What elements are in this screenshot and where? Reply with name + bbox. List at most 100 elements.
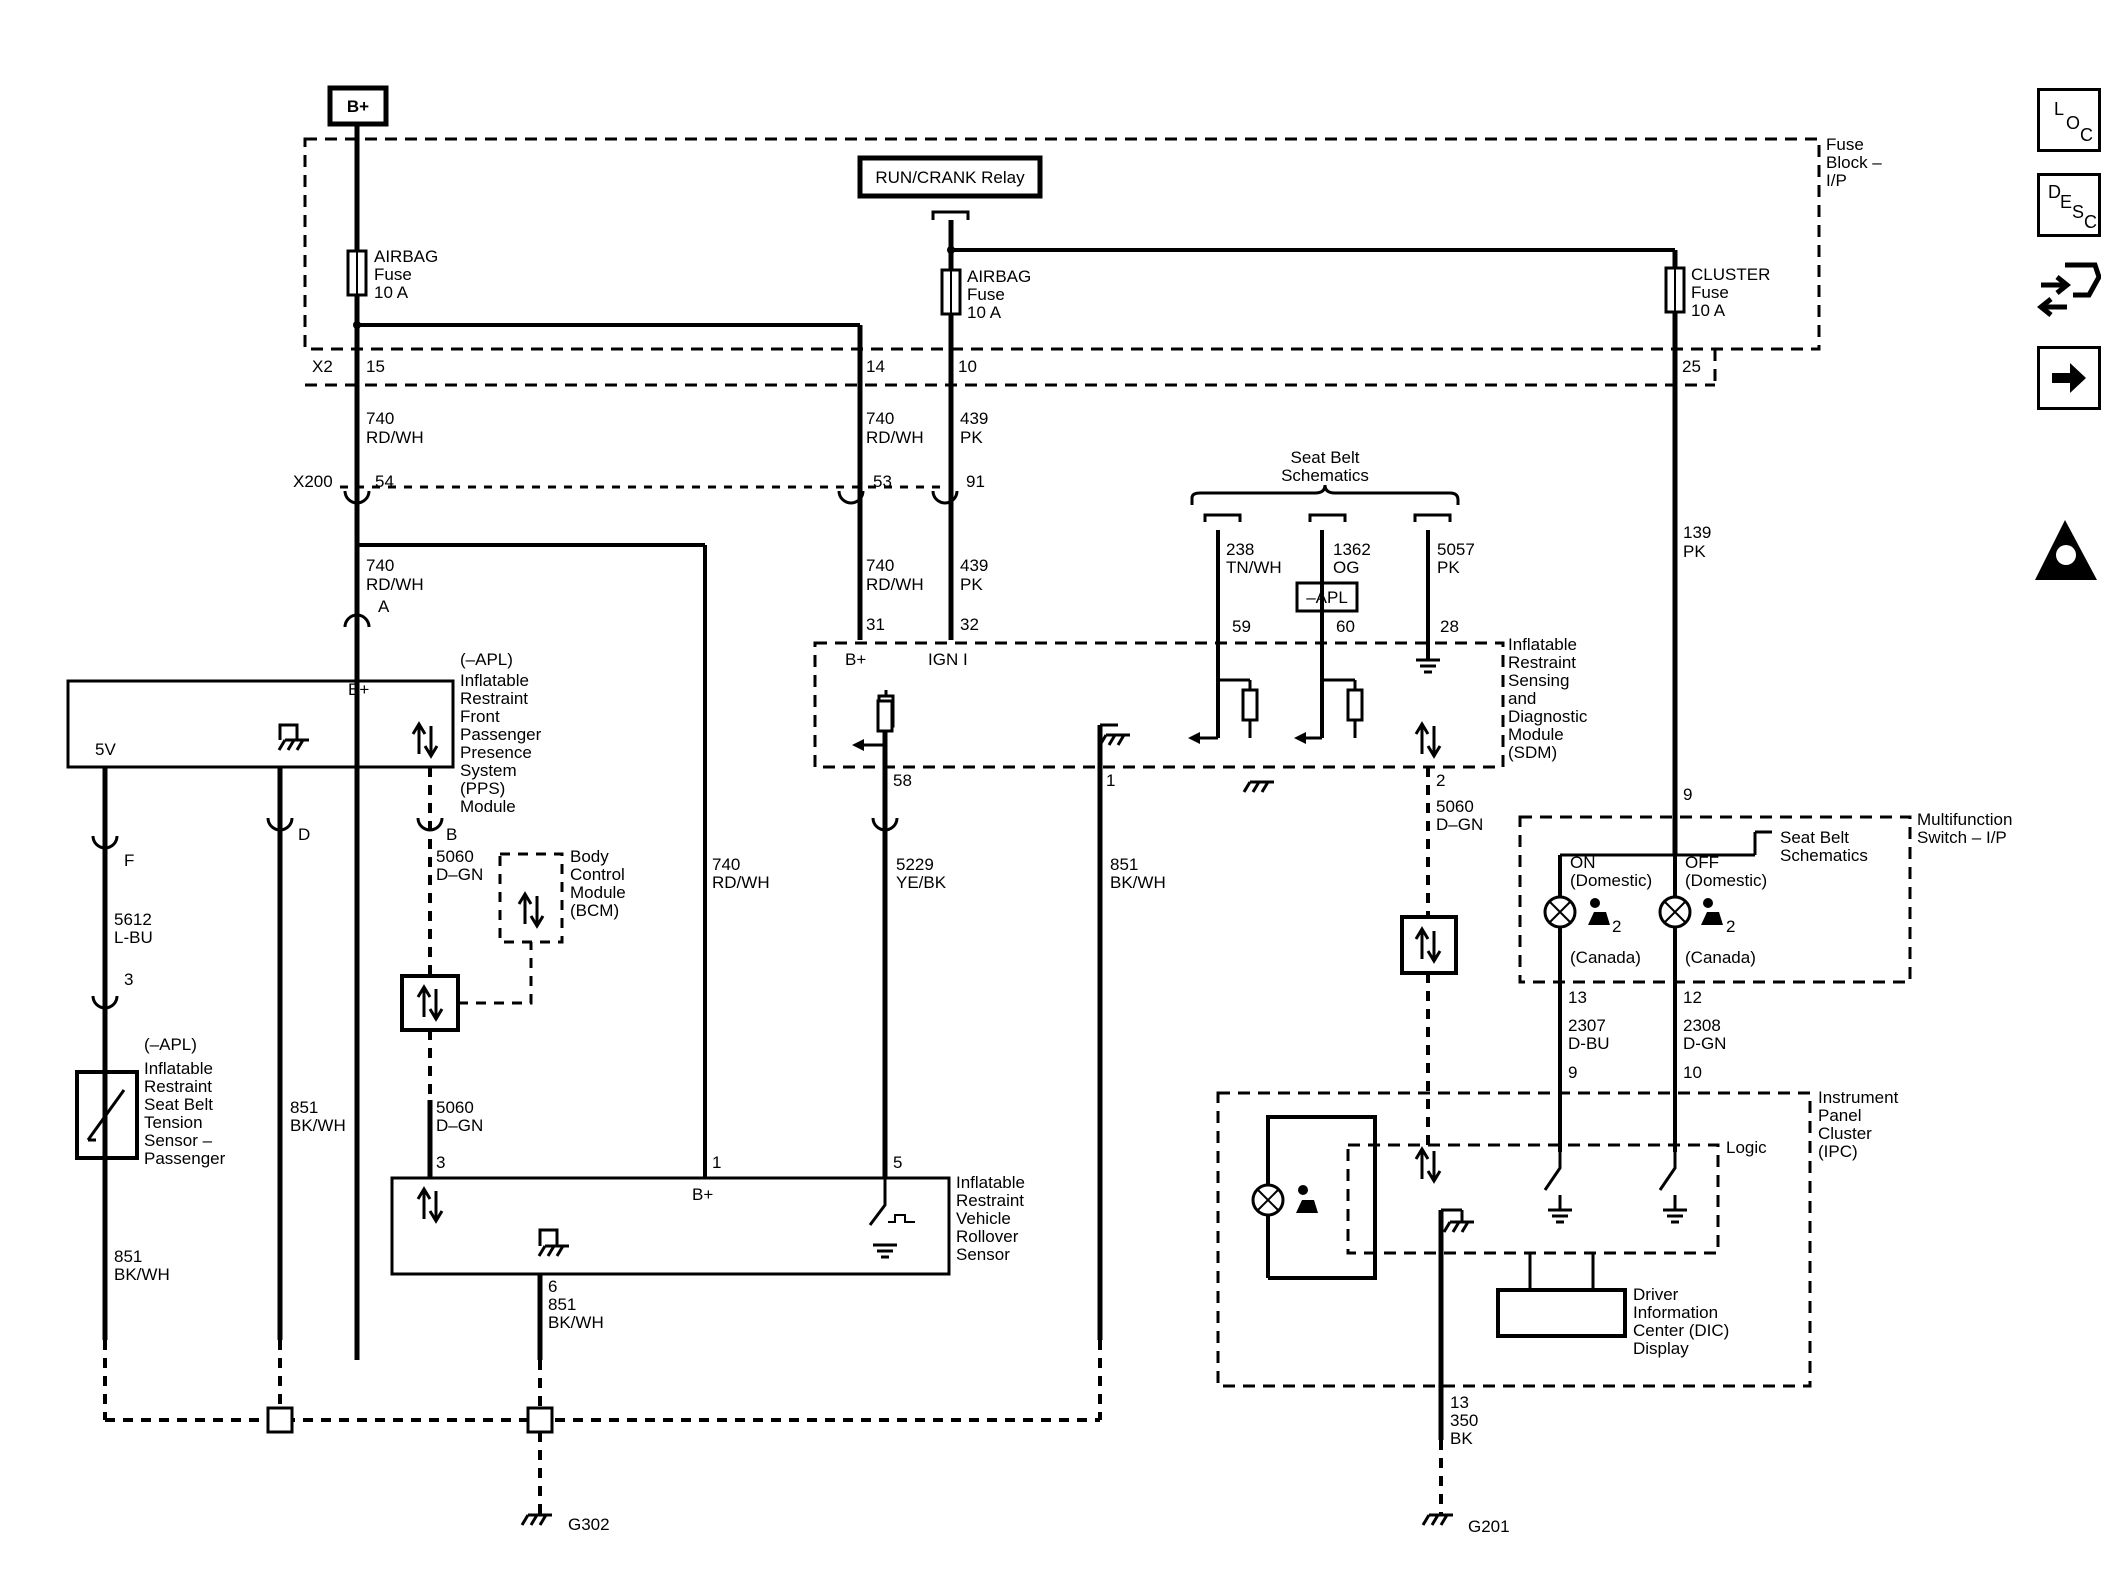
ground-g302: G302 — [568, 1515, 610, 1534]
wire-851-num: 851 — [290, 1098, 318, 1117]
sdm-ign: IGN I — [928, 650, 968, 669]
wire-2308-num: 2308 — [1683, 1016, 1721, 1035]
wire-851-color: BK/WH — [290, 1116, 346, 1135]
rollover-name-2: Restraint — [956, 1191, 1024, 1210]
wire-5057-color: PK — [1437, 558, 1460, 577]
next-page-button[interactable] — [2037, 346, 2101, 410]
run-crank-relay-label: RUN/CRANK Relay — [875, 168, 1025, 187]
pps-module-box — [66, 679, 455, 769]
connector-tool-button[interactable] — [2036, 255, 2102, 327]
wire-851-color: BK/WH — [114, 1265, 170, 1284]
wire-2307-color: D-BU — [1568, 1034, 1610, 1053]
mfs-off: OFF — [1685, 853, 1719, 872]
arrow-right-icon — [2052, 363, 2086, 393]
wire-5060-color: D–GN — [436, 865, 483, 884]
sdm-name-1: Inflatable — [1508, 635, 1577, 654]
cluster-fuse-word: Fuse — [1691, 283, 1729, 302]
pps-name-6: System — [460, 761, 517, 780]
ipc-name-4: (IPC) — [1818, 1142, 1858, 1161]
connector-tool-icon — [2036, 262, 2102, 317]
airbag-fuse-1 — [346, 249, 368, 297]
mfs-name-1: Multifunction — [1917, 810, 2012, 829]
mfs-on-sub: (Domestic) — [1570, 871, 1652, 890]
wire-439-color: PK — [960, 575, 983, 594]
pin-3: 3 — [436, 1153, 445, 1172]
sdm-bplus: B+ — [845, 650, 866, 669]
sdm-name-2: Restraint — [1508, 653, 1576, 672]
fuse-block-boundary — [303, 137, 1821, 351]
sdm-name-6: Module — [1508, 725, 1564, 744]
wire-1362-color: OG — [1333, 558, 1359, 577]
pps-name-5: Presence — [460, 743, 532, 762]
tension-apl: (–APL) — [144, 1035, 197, 1054]
location-button[interactable]: L O C — [2037, 88, 2101, 152]
mfs-on: ON — [1570, 853, 1596, 872]
bplus-label: B+ — [347, 97, 369, 116]
wire-5612-num: 5612 — [114, 910, 152, 929]
description-button[interactable]: D E S C — [2037, 173, 2101, 237]
pin-3: 3 — [124, 970, 133, 989]
pin-31: 31 — [866, 615, 885, 634]
dic-name-3: Center (DIC) — [1633, 1321, 1729, 1340]
pin-5: 5 — [893, 1153, 902, 1172]
airbag1-fuse-name: AIRBAG — [374, 247, 438, 266]
dic-name-1: Driver — [1633, 1285, 1679, 1304]
pps-5v: 5V — [95, 740, 116, 759]
rollover-sensor-box — [390, 1176, 951, 1276]
seatbelt-sch-label-1: Seat Belt — [1291, 448, 1360, 467]
sdm-boundary — [813, 641, 1505, 769]
pin-54: 54 — [375, 472, 394, 491]
wire-740-color: RD/WH — [866, 428, 924, 447]
pin-13: 13 — [1568, 988, 1587, 1007]
wire-5229-color: YE/BK — [896, 873, 947, 892]
sdm-name-4: and — [1508, 689, 1536, 708]
pin-13: 13 — [1450, 1393, 1469, 1412]
apl-box-label: –APL — [1306, 588, 1348, 607]
pin-9: 9 — [1568, 1063, 1577, 1082]
pps-name-7: (PPS) — [460, 779, 505, 798]
ground-g201: G201 — [1468, 1517, 1510, 1536]
wire-740-num: 740 — [366, 409, 394, 428]
mfs-sb-1: Seat Belt — [1780, 828, 1849, 847]
seatbelt-sch-label-2: Schematics — [1281, 466, 1369, 485]
mfs-off-sub: (Domestic) — [1685, 871, 1767, 890]
cluster-fuse — [1664, 266, 1686, 314]
wire-740-color: RD/WH — [866, 575, 924, 594]
wire-740-num: 740 — [866, 409, 894, 428]
ipc-boundary — [1216, 1091, 1812, 1388]
pps-name-3: Front — [460, 707, 500, 726]
pin-15: 15 — [366, 357, 385, 376]
desc-letter-s: S — [2072, 202, 2085, 222]
pin-B: B — [446, 825, 457, 844]
airbag1-fuse-rating: 10 A — [374, 283, 409, 302]
pps-name-2: Restraint — [460, 689, 528, 708]
rollover-name-1: Inflatable — [956, 1173, 1025, 1192]
tension-name-2: Restraint — [144, 1077, 212, 1096]
sdm-name-7: (SDM) — [1508, 743, 1557, 762]
rollover-name-4: Rollover — [956, 1227, 1019, 1246]
wire-851-num: 851 — [114, 1247, 142, 1266]
cluster-fuse-rating: 10 A — [1691, 301, 1726, 320]
rollover-name-3: Vehicle — [956, 1209, 1011, 1228]
pin-F: F — [124, 851, 134, 870]
tension-name-5: Sensor – — [144, 1131, 213, 1150]
pin-10: 10 — [958, 357, 977, 376]
pin-14: 14 — [866, 357, 885, 376]
ipc-name-3: Cluster — [1818, 1124, 1872, 1143]
wire-740-num: 740 — [866, 556, 894, 575]
rollover-bplus: B+ — [692, 1185, 713, 1204]
airbag-fuse-2 — [940, 268, 962, 316]
desc-letter-e: E — [2060, 192, 2073, 212]
wire-851-color: BK/WH — [548, 1313, 604, 1332]
mfs-num-b: 2 — [1726, 917, 1735, 936]
run-crank-relay-box — [857, 155, 1043, 199]
airbag2-fuse-word: Fuse — [967, 285, 1005, 304]
wire-5060-color: D–GN — [436, 1116, 483, 1135]
pps-apl: (–APL) — [460, 650, 513, 669]
dic-name-2: Information — [1633, 1303, 1718, 1322]
pin-10: 10 — [1683, 1063, 1702, 1082]
sdm-name-5: Diagnostic — [1508, 707, 1588, 726]
pin-D: D — [298, 825, 310, 844]
tension-name-1: Inflatable — [144, 1059, 213, 1078]
